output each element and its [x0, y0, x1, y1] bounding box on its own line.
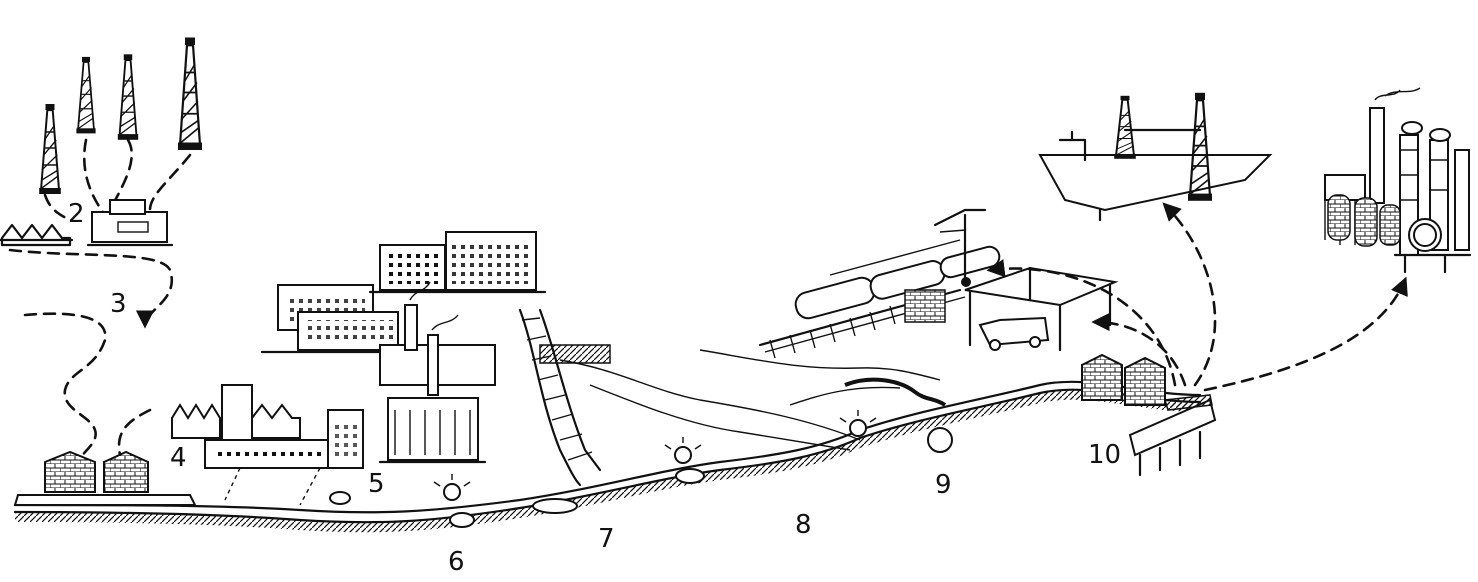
river: [539, 344, 947, 451]
factory-icon: [171, 384, 364, 469]
label-4: 4: [170, 443, 187, 473]
pumping-station-icon: [329, 410, 953, 528]
tanker-ship-icon: [1038, 91, 1273, 222]
storage-tank-icon: [13, 450, 197, 506]
separator-unit: [0, 223, 74, 247]
label-7: 7: [598, 524, 615, 554]
loading-crane: [904, 208, 987, 323]
railway-embankment: [518, 308, 602, 487]
label-9: 9: [935, 470, 952, 500]
label-6: 6: [448, 547, 465, 577]
factory-icon: [260, 231, 547, 464]
label-5: 5: [368, 469, 385, 499]
distribution-routes: [986, 202, 1408, 392]
label-10: 10: [1088, 440, 1121, 470]
town-feeder-lines: [224, 467, 321, 506]
refinery-icon: [1324, 87, 1472, 274]
pipeline-ground: [13, 380, 1202, 533]
label-8: 8: [795, 510, 812, 540]
tanker-truck-shed: [964, 266, 1119, 352]
collection-station: [86, 199, 174, 247]
label-2: 2: [68, 199, 85, 229]
storage-tank-icon: [1081, 353, 1166, 406]
marine-pier: [1128, 394, 1217, 477]
field-pipeline-route: [8, 248, 174, 467]
label-3: 3: [110, 289, 127, 319]
